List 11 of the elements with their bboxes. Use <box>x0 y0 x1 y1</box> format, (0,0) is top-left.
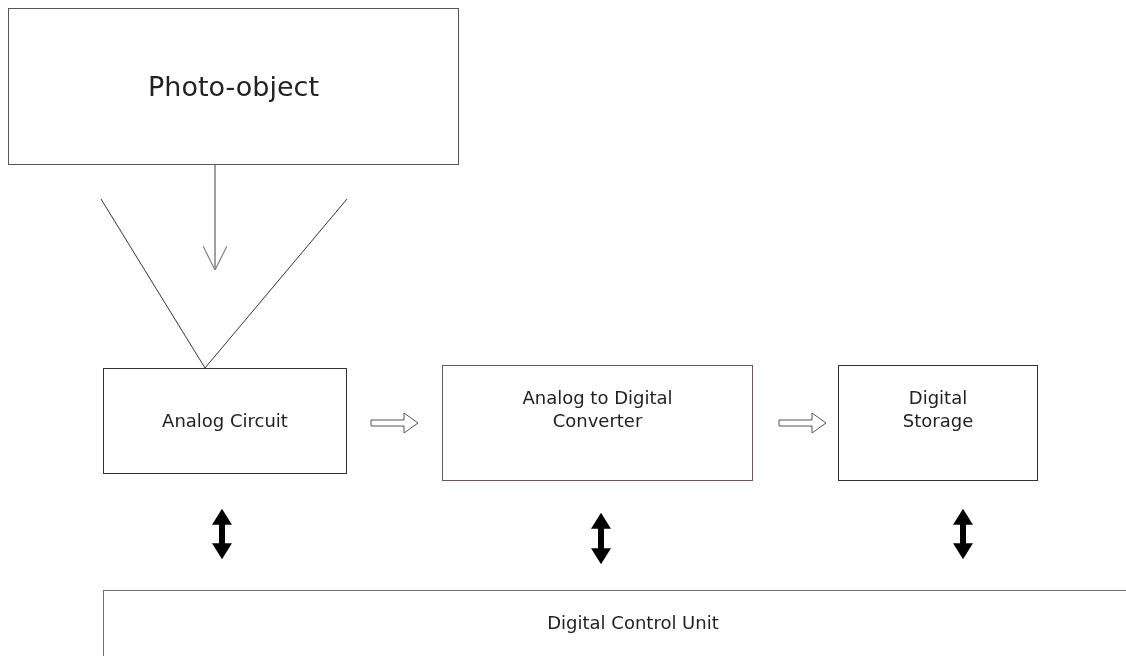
process-box <box>442 365 753 481</box>
box-label: Analog Circuit <box>162 409 288 433</box>
process-box <box>103 368 347 474</box>
box-label: Digital Control Unit <box>547 611 719 635</box>
hollow-arrow <box>370 412 419 434</box>
object-box <box>8 8 459 165</box>
process-box <box>838 365 1038 481</box>
box-label: Analog to Digital Converter <box>521 386 674 433</box>
box-label: Photo-object <box>148 69 319 104</box>
box-label: Digital Storage <box>901 386 975 433</box>
hollow-arrow <box>778 412 827 434</box>
